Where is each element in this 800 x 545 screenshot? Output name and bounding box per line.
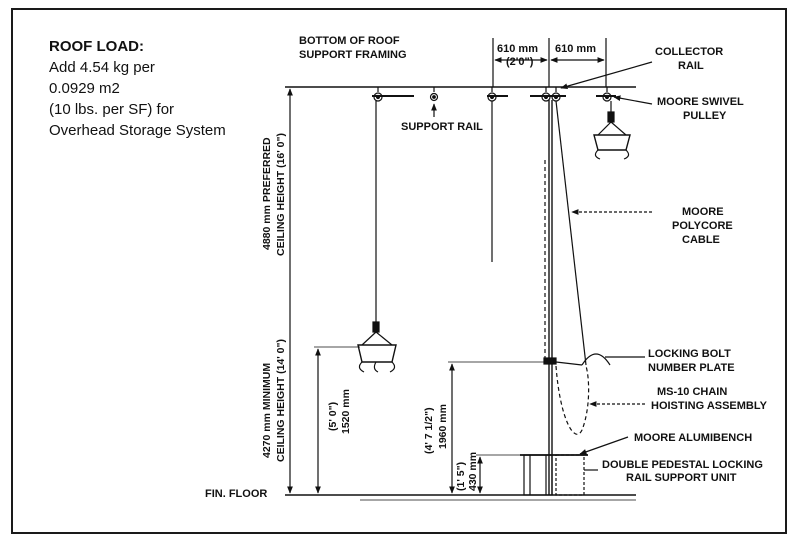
label-roof-framing-2: SUPPORT FRAMING bbox=[299, 49, 407, 61]
label-610-left-ft: (2'0") bbox=[506, 56, 534, 68]
label-locking-bolt-1: LOCKING BOLT bbox=[648, 348, 731, 360]
pulley-collector-2 bbox=[551, 87, 561, 102]
dim-1520-mm: 1520 mm bbox=[340, 389, 352, 434]
roof-load-line-3: (10 lbs. per SF) for bbox=[49, 101, 175, 118]
label-locking-bolt-2: NUMBER PLATE bbox=[648, 362, 735, 374]
pulley-support bbox=[429, 87, 439, 102]
polycore-cable bbox=[555, 100, 587, 366]
hook-basket-right bbox=[593, 111, 631, 160]
alumibench-right bbox=[555, 454, 585, 496]
diagram-frame bbox=[11, 8, 787, 534]
roof-load-line-1: Add 4.54 kg per bbox=[49, 59, 155, 76]
label-collector-rail-1: COLLECTOR bbox=[655, 46, 724, 58]
locking-bolt-bump bbox=[581, 353, 611, 366]
label-collector-rail-2: RAIL bbox=[678, 60, 704, 72]
roof-load-line-2: 0.0929 m2 bbox=[49, 80, 120, 97]
dim-1520-ft: (5' 0") bbox=[327, 401, 339, 431]
label-alumibench: MOORE ALUMIBENCH bbox=[634, 432, 753, 444]
label-cable-3: CABLE bbox=[682, 234, 720, 246]
dim-430-mm: 430 mm bbox=[467, 451, 479, 491]
label-cable-2: POLYCORE bbox=[672, 220, 733, 232]
roof-load-title: ROOF LOAD: bbox=[49, 38, 144, 55]
label-roof-framing-1: BOTTOM OF ROOF bbox=[299, 35, 400, 47]
alumibench-left bbox=[523, 454, 553, 496]
leader-collector bbox=[560, 61, 653, 89]
label-cable-1: MOORE bbox=[682, 206, 724, 218]
label-610-right-mm: 610 mm bbox=[555, 43, 596, 55]
locking-bolt-plate bbox=[543, 357, 557, 365]
label-pedestal-1: DOUBLE PEDESTAL LOCKING bbox=[602, 459, 763, 471]
dim-preferred-1: 4880 mm PREFERRED bbox=[261, 137, 273, 250]
roof-load-line-4: Overhead Storage System bbox=[49, 122, 226, 139]
pulley-collector-1 bbox=[541, 87, 551, 102]
dim-1960-mm: 1960 mm bbox=[437, 404, 449, 449]
label-swivel-pulley-1: MOORE SWIVEL bbox=[657, 96, 744, 108]
pulley-left bbox=[373, 87, 383, 102]
label-fin-floor: FIN. FLOOR bbox=[205, 488, 268, 500]
label-swivel-pulley-2: PULLEY bbox=[683, 110, 727, 122]
label-pedestal-2: RAIL SUPPORT UNIT bbox=[626, 472, 737, 484]
dim-minimum-2: CEILING HEIGHT (14' 0") bbox=[275, 339, 287, 462]
label-support-rail: SUPPORT RAIL bbox=[401, 121, 483, 133]
hoisting-chain bbox=[555, 365, 590, 435]
pulley-mid bbox=[487, 87, 497, 102]
label-chain-1: MS-10 CHAIN bbox=[657, 386, 728, 398]
pulley-right bbox=[602, 87, 612, 102]
dim-preferred-2: CEILING HEIGHT (16' 0") bbox=[275, 133, 287, 256]
label-chain-2: HOISTING ASSEMBLY bbox=[651, 400, 767, 412]
dim-minimum-1: 4270 mm MINIMUM bbox=[261, 362, 273, 458]
leader-alumibench bbox=[579, 436, 629, 455]
leader-swivel bbox=[613, 95, 653, 105]
dim-1960-ft: (4' 7 1/2") bbox=[423, 407, 435, 454]
label-610-left-mm: 610 mm bbox=[497, 43, 538, 55]
hook-basket-left bbox=[357, 321, 397, 373]
